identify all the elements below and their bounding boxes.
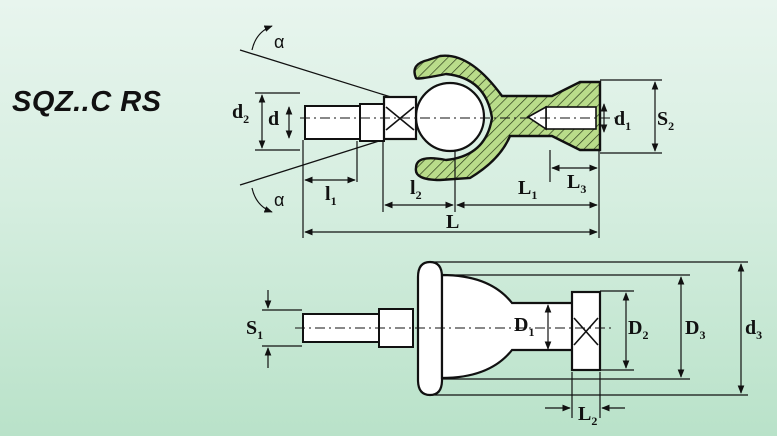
label-D2: D2 bbox=[628, 317, 648, 342]
label-L: L bbox=[446, 211, 459, 233]
label-L3: L3 bbox=[567, 171, 586, 196]
label-S1: S1 bbox=[246, 317, 263, 342]
conical-body bbox=[440, 273, 576, 380]
label-l2: l2 bbox=[410, 177, 422, 202]
label-S2: S2 bbox=[657, 108, 674, 133]
label-D3: D3 bbox=[685, 317, 705, 342]
label-alpha-top: α bbox=[274, 32, 284, 52]
top-view bbox=[239, 25, 662, 238]
label-d: d bbox=[268, 108, 279, 130]
bottom-view bbox=[262, 260, 748, 418]
ball bbox=[414, 81, 486, 153]
label-d1: d1 bbox=[614, 108, 631, 133]
label-D1: D1 bbox=[514, 314, 534, 339]
label-alpha-bottom: α bbox=[274, 190, 284, 210]
label-L2: L2 bbox=[578, 403, 597, 428]
label-L1: L1 bbox=[518, 177, 537, 202]
threaded-stud bbox=[304, 105, 361, 140]
stud-shank bbox=[359, 103, 385, 142]
product-title: SQZ..C RS bbox=[12, 86, 162, 118]
dimension-lines-top bbox=[251, 25, 662, 238]
dimension-lines-bottom bbox=[262, 261, 748, 418]
label-d2: d2 bbox=[232, 101, 249, 126]
label-l1: l1 bbox=[325, 183, 337, 208]
label-d3: d3 bbox=[745, 317, 762, 342]
